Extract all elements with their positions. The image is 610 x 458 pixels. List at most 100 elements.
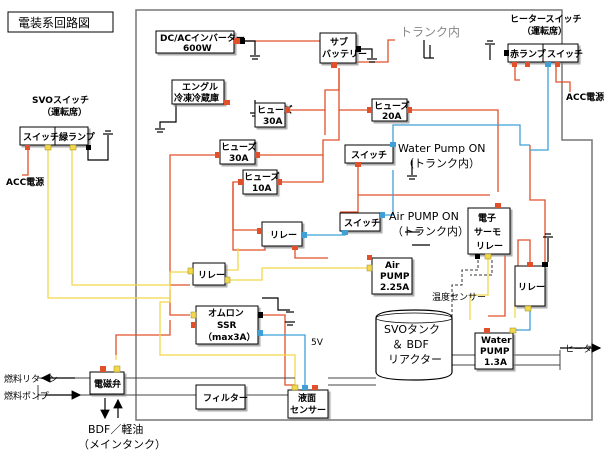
wire-red — [232, 181, 266, 251]
fuel-pump-label: 燃料ポンプ — [4, 390, 49, 402]
solenoid-label: 電磁弁 — [94, 378, 121, 390]
wire-red — [517, 239, 531, 270]
trunk-label: トランク内 — [400, 25, 460, 39]
tank-label: SVOタンク — [384, 323, 440, 336]
main-tank-label: BDF／軽油 — [88, 422, 143, 436]
wire-red — [285, 68, 340, 111]
fuse-value: 30A — [229, 154, 249, 164]
switch-label: スイッチ — [344, 218, 380, 229]
wire-red — [232, 182, 258, 231]
sub-battery-label2: バッテリー — [322, 49, 367, 60]
fuse-label: ヒューズ — [374, 100, 410, 112]
wire-yellow — [225, 248, 239, 271]
heater-switch-sub: （運転席） — [522, 25, 567, 37]
level-sensor-box — [287, 389, 329, 419]
svo-lamp-label: 緑ランプ — [59, 131, 96, 143]
fuse-value: 10A — [252, 184, 272, 194]
air-pump-label3: 2.25A — [380, 283, 409, 293]
heater-output-label: ヒーター — [565, 344, 601, 355]
solenoid-valve-box — [89, 371, 125, 395]
fuse-30a-top — [254, 102, 286, 128]
wire-blue — [530, 60, 549, 151]
wire-red — [529, 145, 546, 262]
wire-red — [255, 110, 340, 156]
wire-yellow — [47, 148, 170, 299]
heater-switch-label: スイッチ — [547, 49, 583, 60]
main-tank-sub: （メインタンク） — [78, 438, 166, 451]
air-pump-switch — [339, 212, 381, 232]
level-sensor-label: 液面 — [298, 392, 316, 404]
heater-switch-title: ヒータースイッチ — [510, 13, 582, 25]
svo-switch-box — [19, 126, 89, 146]
wire-red — [262, 314, 295, 386]
fuse-label: ヒューズ — [257, 104, 293, 116]
wire-dashed — [470, 260, 493, 276]
wire-black — [159, 100, 177, 128]
air-pump-box — [371, 257, 413, 295]
heater-lamp-label: 赤ランプ — [510, 48, 547, 60]
wire-black — [87, 135, 109, 161]
engel-label2: 冷凍冷蔵庫 — [174, 92, 219, 104]
fuel-return-label: 燃料リターン — [4, 373, 58, 385]
thermo-label: 電子 — [478, 213, 496, 224]
wire-blue — [262, 334, 306, 385]
air-pump-label: Air — [385, 261, 400, 271]
water-pump-switch — [344, 144, 394, 164]
engel-box — [171, 79, 225, 105]
wire-red — [407, 109, 499, 192]
inverter-label: DC/ACインバーター — [160, 32, 245, 44]
wire-yellow — [159, 271, 296, 385]
wire-black — [244, 40, 256, 55]
water-pump-label: Water — [481, 336, 512, 346]
wire-blue — [307, 222, 346, 236]
ssr-box — [195, 305, 259, 345]
wire-red — [169, 290, 190, 316]
tank-label3: リアクター — [388, 353, 442, 366]
wire-red — [488, 255, 506, 317]
wire-red — [555, 60, 571, 92]
svo-tank — [375, 309, 453, 381]
wire-yellow — [71, 148, 170, 286]
water-pump-label2: PUMP — [480, 347, 510, 357]
sub-battery-box — [319, 32, 357, 64]
wire-black — [262, 297, 290, 311]
heater-acc-label: ACC電源 — [566, 91, 604, 103]
fuse-label: ヒューズ — [244, 171, 280, 183]
wire-yellow — [225, 267, 372, 281]
relay-label: リレー — [518, 282, 545, 293]
wire-red — [22, 147, 29, 176]
wire-red — [169, 154, 220, 286]
thermo-label3: リレー — [476, 241, 503, 252]
ssr-label: オムロン — [208, 308, 244, 319]
svo-switch-sub: （運転席） — [42, 106, 87, 118]
fuse-value: 20A — [382, 112, 402, 122]
relay-label: リレー — [270, 230, 297, 241]
fuse-10a — [242, 169, 278, 195]
water-pump-label3: 1.3A — [484, 358, 507, 368]
level-sensor-label2: センサー — [290, 405, 326, 416]
wire-red — [277, 155, 324, 183]
fuse-value: 30A — [263, 117, 283, 127]
sub-battery-label: サブ — [330, 36, 348, 48]
page-title: 電装系回路図 — [18, 15, 90, 30]
engel-label: エングル — [182, 81, 218, 93]
ssr-label3: （max3A） — [203, 332, 255, 343]
ssr-label2: SSR — [217, 321, 237, 331]
water-pump-box — [474, 332, 514, 370]
air-pump-label2: PUMP — [380, 272, 410, 282]
wire-red — [338, 68, 372, 111]
wire-blue — [380, 170, 394, 216]
svo-acc-label: ACC電源 — [6, 176, 44, 188]
relay-label: リレー — [198, 270, 225, 281]
trunk-outline — [135, 9, 593, 421]
switch-label: スイッチ — [351, 150, 387, 161]
svo-switch-label: スイッチ — [23, 132, 59, 143]
wire-yellow — [469, 258, 489, 320]
filter-label: フィルター — [203, 392, 248, 404]
temp-sensor-label: 温度センサー — [432, 291, 486, 303]
thermo-label2: サーモ — [474, 227, 501, 238]
air-pump-switch-title: Air PUMP ON — [389, 210, 459, 223]
air-pump-switch-sub: （トランク内） — [392, 224, 469, 238]
title-box — [7, 11, 114, 33]
water-pump-switch-title: Water Pump ON — [398, 142, 486, 155]
